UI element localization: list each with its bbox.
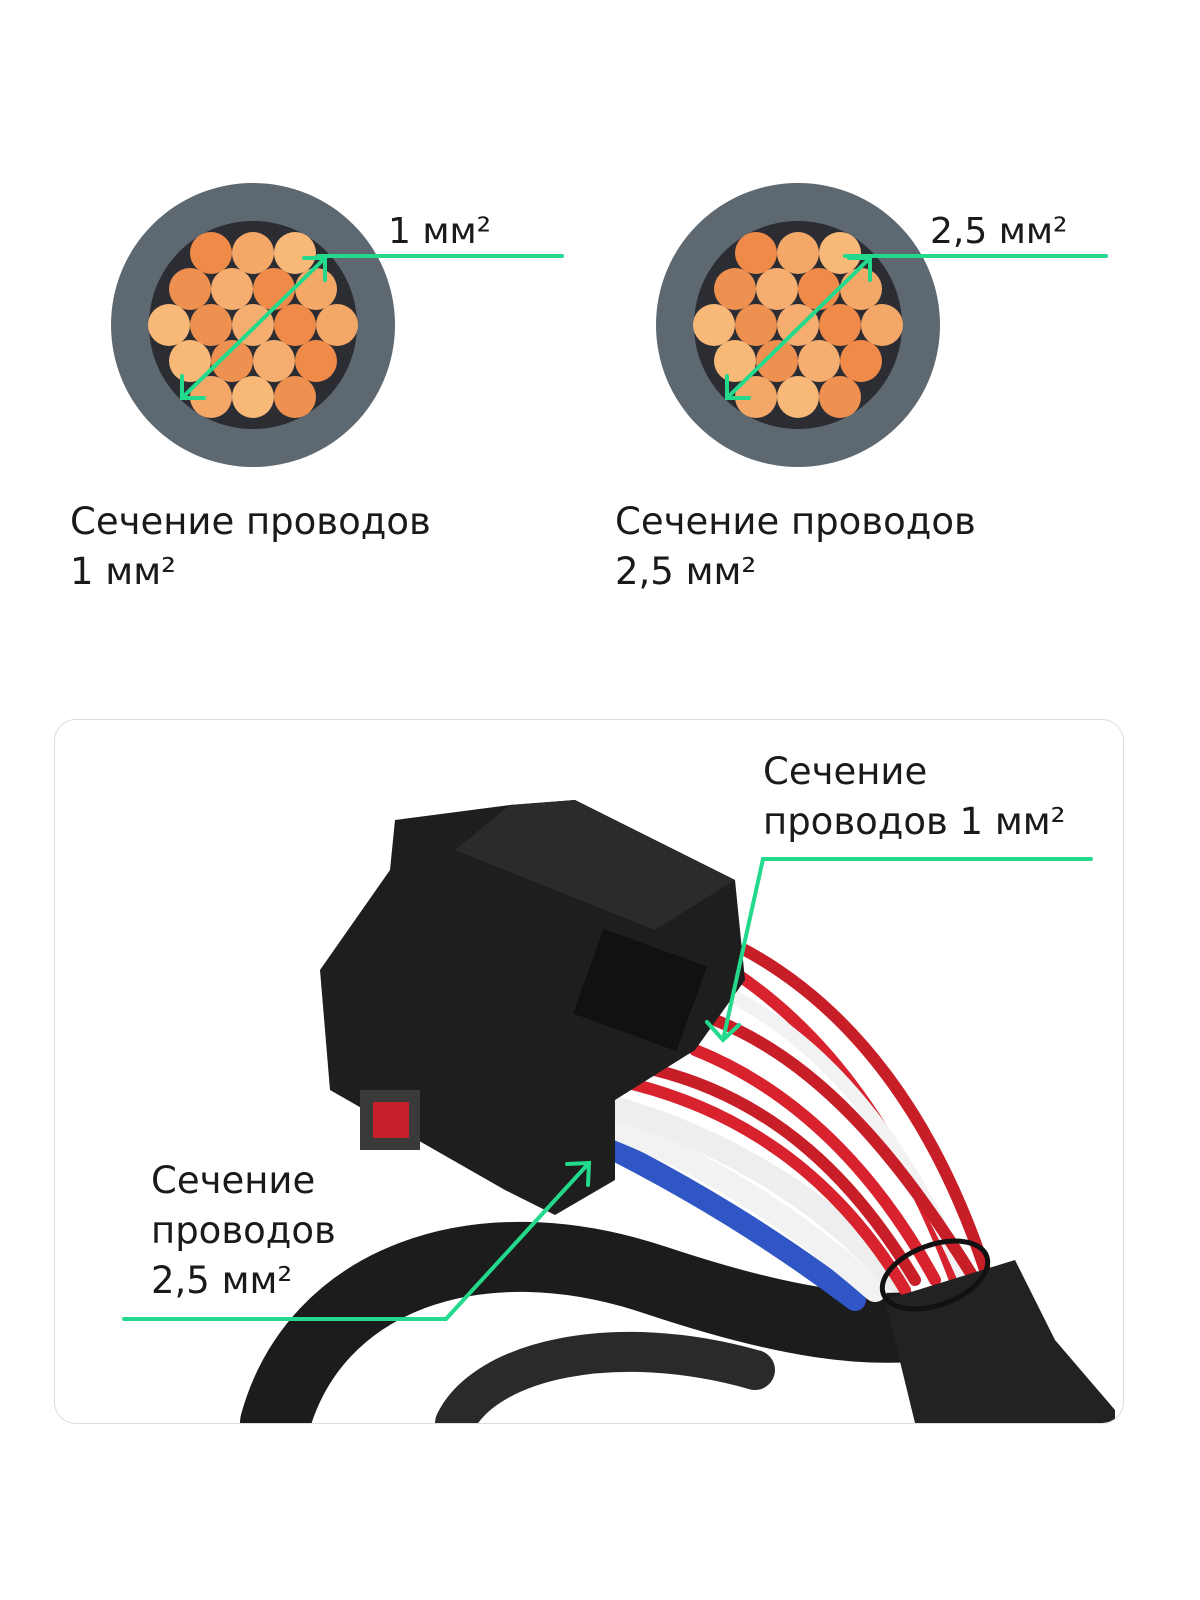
copper-strand — [819, 232, 861, 274]
black-cable-loop — [240, 1221, 990, 1423]
callout-1mm-line1: Сечение — [763, 750, 928, 793]
callout-2-5mm-line3: 2,5 мм² — [151, 1259, 293, 1302]
copper-strand — [190, 304, 232, 346]
copper-strand — [232, 376, 274, 418]
dimension-arrow-1mm — [180, 254, 564, 400]
copper-strand — [295, 340, 337, 382]
copper-strand — [756, 268, 798, 310]
copper-strand — [693, 304, 735, 346]
callout-arrow-1mm — [705, 857, 1093, 1043]
copper-strand — [756, 340, 798, 382]
copper-strand — [316, 304, 358, 346]
copper-strand — [735, 304, 777, 346]
copper-strand — [714, 340, 756, 382]
connector-harness-illustration — [122, 800, 1115, 1423]
copper-strand — [190, 376, 232, 418]
copper-strand — [798, 340, 840, 382]
copper-strand — [253, 340, 295, 382]
dimension-arrow-2-5mm — [725, 254, 1108, 400]
cross-section-label-1mm: 1 мм² — [388, 211, 492, 252]
copper-strand — [190, 232, 232, 274]
caption-1mm-line1: Сечение проводов — [70, 500, 431, 543]
copper-strand — [819, 376, 861, 418]
copper-strand — [253, 268, 295, 310]
wires — [573, 944, 991, 1311]
copper-strand — [777, 304, 819, 346]
caption-2-5mm-line2: 2,5 мм² — [615, 550, 757, 593]
copper-strand — [274, 376, 316, 418]
copper-strand — [861, 304, 903, 346]
copper-strand — [274, 304, 316, 346]
callout-1mm-line2: проводов 1 мм² — [763, 800, 1066, 843]
cross-section-label-2-5mm: 2,5 мм² — [930, 211, 1068, 252]
cable-cross-section-2-5mm — [656, 183, 940, 467]
copper-strand — [295, 268, 337, 310]
copper-strand — [714, 268, 756, 310]
copper-strand — [840, 340, 882, 382]
caption-2-5mm-line1: Сечение проводов — [615, 500, 976, 543]
copper-strand — [211, 268, 253, 310]
callout-2-5mm-line2: проводов — [151, 1209, 336, 1252]
cable-cross-sections — [111, 183, 1108, 467]
copper-strand — [211, 340, 253, 382]
harness-photo-panel: Сечение проводов 1 мм² Сечение проводов … — [54, 719, 1124, 1424]
connector-housing — [320, 800, 745, 1215]
copper-strand — [232, 232, 274, 274]
copper-strand — [169, 268, 211, 310]
copper-strand — [735, 376, 777, 418]
copper-strand — [777, 376, 819, 418]
copper-strand — [274, 232, 316, 274]
copper-strand — [735, 232, 777, 274]
copper-strand — [148, 304, 190, 346]
copper-strand — [819, 304, 861, 346]
copper-strand — [777, 232, 819, 274]
copper-strand — [798, 268, 840, 310]
caption-1mm-line2: 1 мм² — [70, 550, 176, 593]
copper-strand — [840, 268, 882, 310]
copper-strand — [169, 340, 211, 382]
cable-cross-section-1mm — [111, 183, 395, 467]
wire-sleeve — [879, 1238, 1115, 1423]
callout-2-5mm-line1: Сечение — [151, 1159, 316, 1202]
callout-arrow-2-5mm — [122, 1160, 592, 1321]
copper-strand — [232, 304, 274, 346]
